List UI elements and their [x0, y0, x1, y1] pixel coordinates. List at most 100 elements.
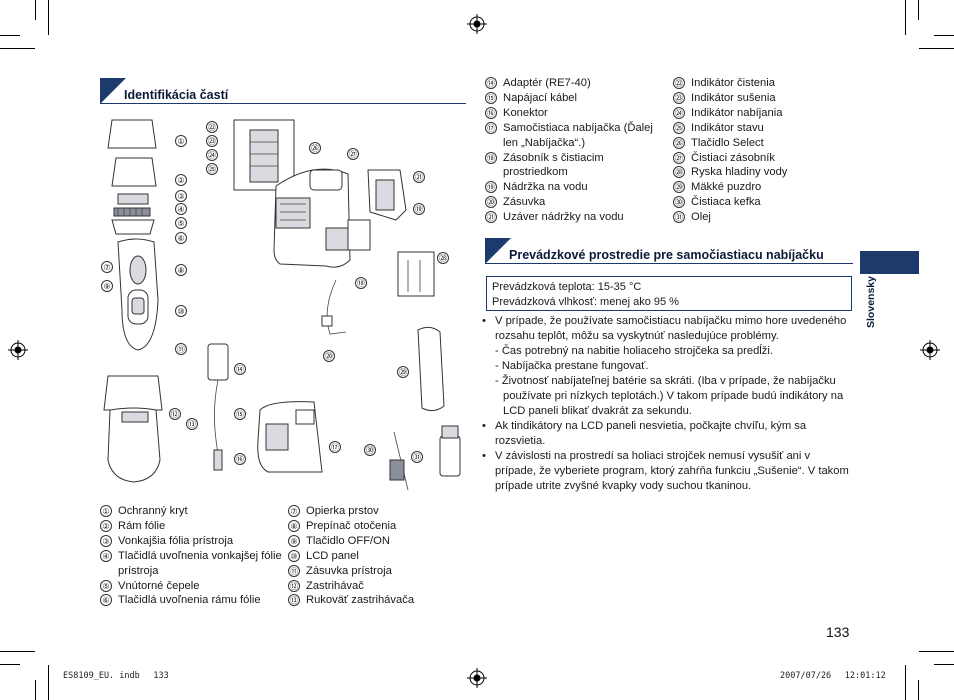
callout-label: ① [175, 135, 187, 147]
registration-mark-icon [920, 340, 940, 360]
crop-mark [35, 0, 36, 20]
callout-label: ③ [175, 190, 187, 202]
page-number: 133 [826, 624, 850, 640]
bullet-lcd-indicators: •Ak tindikátory na LCD paneli nesvietia,… [482, 420, 807, 447]
callout-label: ⑨ [101, 280, 113, 292]
section-header-parts [100, 78, 466, 104]
crop-mark [905, 665, 906, 700]
environment-box: Prevádzková teplota: 15-35 °C Prevádzkov… [486, 276, 852, 311]
crop-mark [0, 48, 35, 49]
footer-datetime: 2007/07/26 12:01:12 [780, 671, 886, 681]
parts-diagram [103, 119, 461, 491]
callout-label: ⑳ [323, 350, 335, 362]
callout-label: ㉚ [364, 444, 376, 456]
crop-mark [934, 664, 954, 665]
callout-label: ㉕ [206, 163, 218, 175]
callout-label: ㉓ [206, 135, 218, 147]
crop-mark [48, 665, 49, 700]
crop-mark [934, 35, 954, 36]
callout-label: ⑰ [329, 441, 341, 453]
operating-temperature: Prevádzková teplota: 15-35 °C [492, 281, 642, 293]
section-header-environment [485, 238, 853, 264]
crop-mark [48, 0, 49, 35]
callout-label: ㉔ [206, 149, 218, 161]
crop-mark [0, 664, 20, 665]
bullet-drying: •V závislosti na prostredí sa holiaci st… [482, 450, 849, 492]
callout-label: ⑦ [101, 261, 113, 273]
crop-mark [919, 48, 954, 49]
callout-label: ㉙ [397, 366, 409, 378]
callout-label: ⑭ [234, 363, 246, 375]
callout-label: ⑫ [169, 408, 181, 420]
callout-label: ⑮ [234, 408, 246, 420]
callout-label: ㉛ [411, 451, 423, 463]
callout-label: ⑪ [175, 343, 187, 355]
registration-mark-icon [467, 668, 487, 688]
callout-label: ㉘ [437, 252, 449, 264]
callout-label: ④ [175, 203, 187, 215]
callout-label: ⑧ [175, 264, 187, 276]
footer-file-info: ES8109_EU. indb 133 [63, 671, 169, 681]
section-title-parts: Identifikácia častí [124, 88, 229, 102]
crop-mark [0, 651, 35, 652]
sub-item-charge-time: - Čas potrebný na nabitie holiaceho stro… [495, 345, 773, 357]
crop-mark [919, 651, 954, 652]
callout-label: ⑤ [175, 217, 187, 229]
crop-mark [905, 0, 906, 35]
callout-label: ⑯ [234, 453, 246, 465]
crop-mark [918, 680, 919, 700]
language-label: Slovensky [865, 276, 877, 328]
language-tab [860, 251, 919, 274]
callout-label: ㉖ [309, 142, 321, 154]
callout-label: ⑥ [175, 232, 187, 244]
registration-mark-icon [467, 14, 487, 34]
callout-label: ⑬ [186, 418, 198, 430]
callout-label: ⑩ [175, 305, 187, 317]
registration-mark-icon [8, 340, 28, 360]
callout-label: ㉗ [347, 148, 359, 160]
crop-mark [35, 680, 36, 700]
operating-humidity: Prevádzková vlhkosť: menej ako 95 % [492, 296, 679, 308]
callout-label: ㉒ [206, 121, 218, 133]
section-title-environment: Prevádzkové prostredie pre samočiastiacu… [509, 248, 824, 262]
crop-mark [0, 35, 20, 36]
sub-item-battery-life: - Životnosť nabíjateľnej batérie sa skrá… [495, 375, 844, 417]
callout-label: ⑱ [355, 277, 367, 289]
callout-label: ⑲ [413, 203, 425, 215]
sub-item-charger-stops: - Nabíjačka prestane fungovať. [495, 360, 649, 372]
